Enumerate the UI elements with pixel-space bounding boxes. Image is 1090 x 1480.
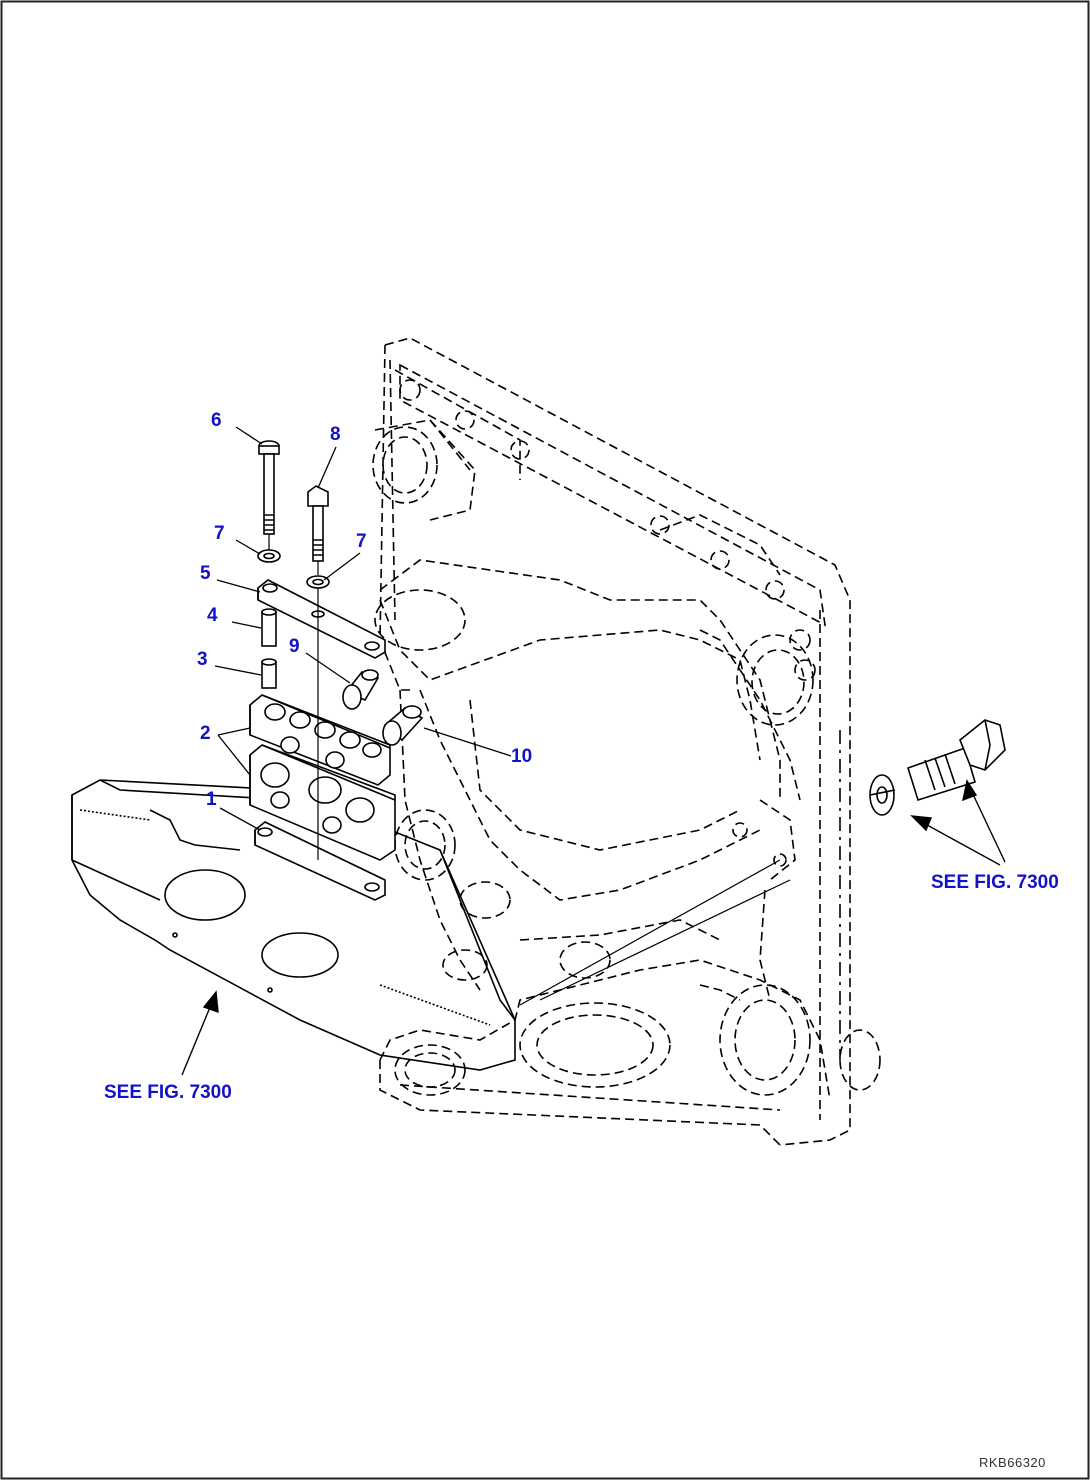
callout-7-right: 7 bbox=[356, 531, 367, 552]
callout-5: 5 bbox=[200, 563, 211, 584]
part-7-washer-right bbox=[306, 575, 330, 589]
callout-8: 8 bbox=[330, 424, 341, 445]
part-2-clamp-lower bbox=[249, 744, 396, 861]
reference-arrows bbox=[181, 779, 1006, 1076]
part-10-plug bbox=[382, 705, 424, 746]
callout-7-left: 7 bbox=[214, 523, 225, 544]
part-3-bushing bbox=[261, 658, 277, 689]
part-1-bottom-plate bbox=[254, 821, 386, 901]
part-8-socket-bolt bbox=[307, 485, 329, 562]
part-2-clamp-upper bbox=[249, 694, 391, 786]
part-9-plug bbox=[342, 669, 380, 710]
frame-phantom-outline bbox=[372, 337, 881, 1146]
leader-lines bbox=[214, 426, 512, 831]
see-fig-reference-left: SEE FIG. 7300 bbox=[104, 1082, 232, 1103]
drawing-id: RKB66320 bbox=[979, 1455, 1046, 1470]
callout-1: 1 bbox=[206, 789, 217, 810]
part-7-washer-left bbox=[257, 549, 281, 563]
link-plate bbox=[71, 779, 516, 1071]
external-bolt bbox=[907, 719, 1006, 802]
callout-3: 3 bbox=[197, 649, 208, 670]
see-fig-reference-right: SEE FIG. 7300 bbox=[931, 872, 1059, 893]
callout-10: 10 bbox=[511, 746, 533, 767]
part-6-bolt bbox=[258, 440, 280, 535]
callout-6: 6 bbox=[211, 410, 222, 431]
callout-2: 2 bbox=[200, 723, 211, 744]
part-5-top-plate bbox=[257, 579, 386, 659]
part-4-pin bbox=[261, 608, 277, 647]
assembly-axes bbox=[268, 534, 319, 860]
callout-4: 4 bbox=[207, 605, 218, 626]
callout-9: 9 bbox=[289, 636, 300, 657]
external-washer bbox=[869, 774, 896, 816]
